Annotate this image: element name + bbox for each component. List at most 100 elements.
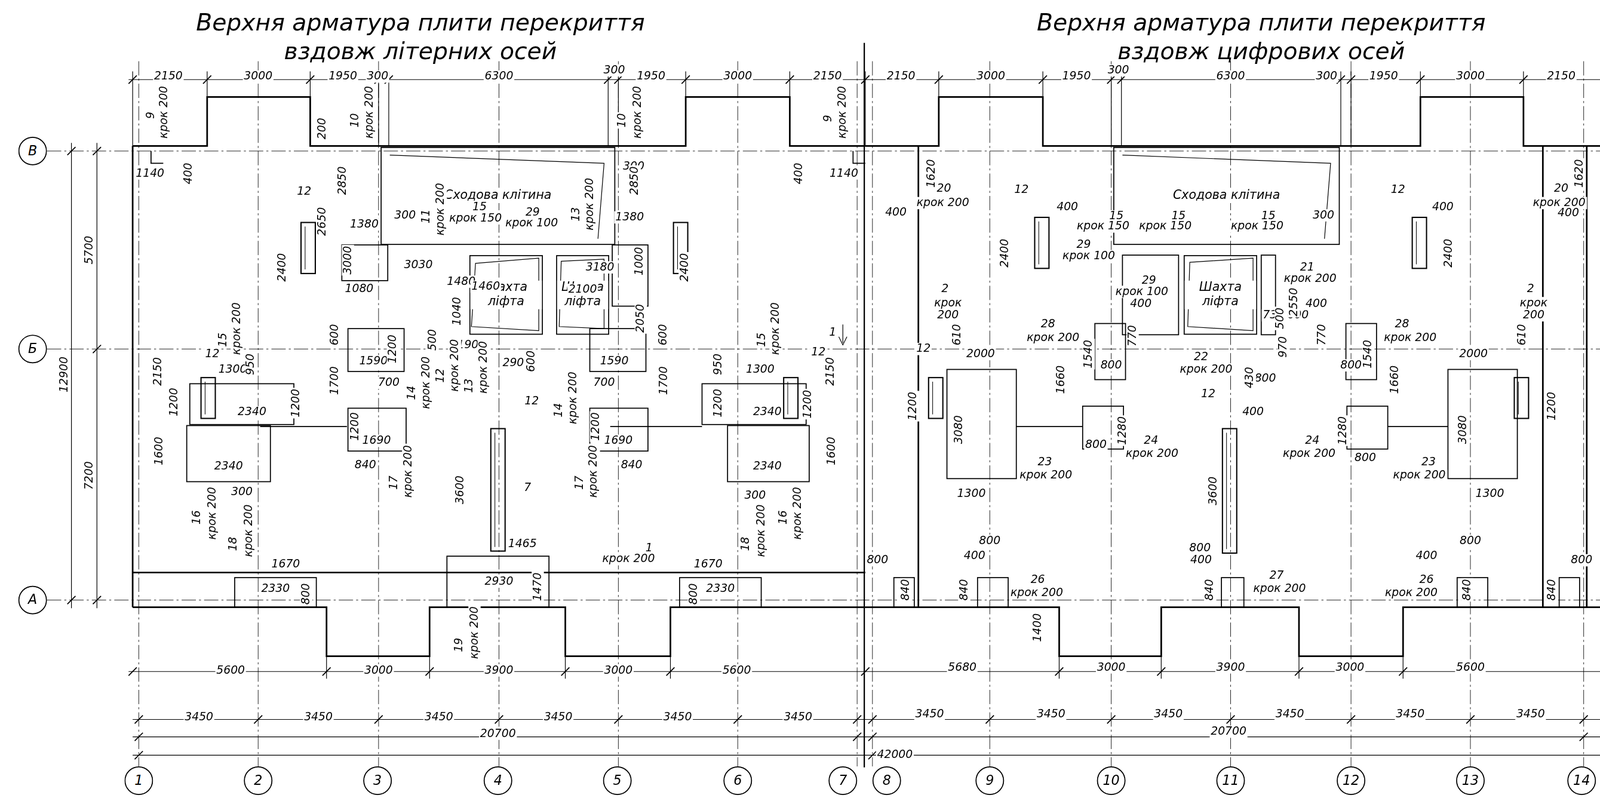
stair-and-shaft-details	[389, 155, 1331, 346]
dimension-text: 2550	[1287, 286, 1301, 318]
callout-number: 7	[523, 481, 533, 494]
dimension-text: крок 200	[243, 503, 256, 558]
dimension-text: 1200	[712, 387, 726, 419]
axis-marker: 12	[1336, 766, 1366, 795]
callout-number: 1	[827, 326, 837, 340]
dimension-text: 1300	[217, 363, 248, 376]
drawing-title: Верхня арматура плити перекриття вздовж …	[996, 8, 1527, 66]
dimension-text: 800	[1339, 358, 1363, 372]
dimension-text: крок 200	[791, 486, 805, 541]
callout-number: 15	[471, 201, 488, 214]
dimension-text: 1460	[470, 280, 502, 294]
callout-number: 17	[573, 474, 586, 491]
dimension-text: крок 200	[401, 444, 415, 499]
dimension-text: 200	[316, 117, 330, 141]
dimension-text: 1200	[168, 387, 181, 418]
dimension-text: 1200	[590, 411, 603, 442]
dimension-text: крок 200	[587, 444, 601, 499]
callout-number: 28	[1039, 318, 1056, 331]
dimension-text: 300	[1106, 64, 1130, 78]
dimension-text: 1400	[1031, 612, 1044, 643]
callout-number: 22	[1192, 351, 1209, 364]
dimension-text: 800	[1253, 372, 1277, 386]
dimension-text: 800	[1353, 452, 1377, 465]
callout-number: 18	[227, 535, 241, 552]
dimension-text: 1660	[1388, 364, 1402, 395]
dimension-text: 800	[1099, 358, 1123, 372]
axis-marker: 11	[1216, 766, 1246, 795]
dimension-text: 7200	[83, 460, 97, 491]
callout-number: 10	[348, 112, 362, 129]
dimension-text: 3450	[1395, 708, 1426, 721]
dimension-text: 400	[182, 161, 196, 186]
axis-marker: А	[18, 585, 48, 615]
dimension-text: 1470	[531, 571, 545, 603]
callout-number: 12	[1199, 387, 1216, 401]
callout-number: 9	[822, 114, 835, 124]
dimension-text: 1690	[603, 434, 634, 448]
dimension-text: 3080	[1457, 414, 1470, 445]
dimension-text: 1380	[614, 211, 646, 224]
dimension-text: 3450	[1153, 708, 1184, 721]
dimension-text: 2850	[628, 165, 641, 196]
dimension-text: 2850	[336, 165, 350, 196]
dimension-text: крок 200	[601, 553, 656, 566]
axis-marker: 13	[1456, 766, 1485, 795]
callout-number: 12	[523, 394, 540, 408]
dimension-text: 800	[1458, 534, 1482, 548]
dimension-text: 300	[743, 489, 767, 503]
dimension-text: 770	[1126, 323, 1139, 347]
dimension-text: 300	[366, 70, 390, 84]
callout-number: 28	[1393, 318, 1411, 331]
dimension-text: 2400	[678, 252, 692, 283]
room-label: Шахта ліфта	[1184, 280, 1257, 309]
slab-outline	[132, 43, 1600, 768]
dimension-text: крок 150	[1075, 220, 1130, 233]
dimension-text: 3450	[1515, 708, 1546, 721]
dimension-text: 1200	[348, 411, 362, 442]
dimension-text: 2400	[999, 237, 1012, 269]
dimension-text: 3450	[183, 711, 215, 724]
dimension-text: крок 200	[931, 296, 965, 322]
dimension-text: 290	[501, 357, 525, 370]
axis-label: 14	[1571, 772, 1592, 789]
axis-label: 2	[252, 772, 264, 789]
axis-label: 5	[612, 772, 623, 789]
dimension-text: крок 200	[769, 301, 782, 356]
axis-label: А	[26, 592, 39, 608]
dimension-text: 3450	[782, 711, 813, 724]
dimension-text: 3450	[302, 711, 334, 724]
dimension-text: 1540	[1082, 338, 1096, 370]
dimension-text: 3450	[662, 711, 693, 724]
dimension-text: 1465	[507, 537, 538, 551]
dimension-text: 5700	[83, 234, 97, 266]
callout-number: 14	[553, 401, 566, 419]
axis-marker: 4	[483, 766, 513, 795]
dimension-text: крок 100	[1061, 250, 1116, 263]
dimension-text: 610	[1516, 323, 1529, 347]
dimension-text: крок 200	[754, 503, 768, 558]
dimension-text: 2150	[885, 70, 917, 84]
dimension-text: 42000	[876, 748, 914, 762]
dimension-text: 1950	[327, 70, 358, 84]
axis-marker: 3	[363, 766, 392, 795]
dimension-text: 3000	[341, 244, 355, 276]
dimension-text: 2340	[751, 406, 783, 419]
dimension-text: 700	[592, 376, 616, 389]
dimension-text: 3900	[483, 664, 515, 677]
dimension-text: 950	[712, 352, 726, 376]
dimension-text: 400	[793, 161, 806, 186]
dimension-text: крок 200	[158, 84, 171, 140]
dimension-text: 2400	[1442, 237, 1456, 269]
axis-marker: В	[18, 136, 48, 166]
dimension-text: крок 200	[1282, 272, 1338, 285]
dimension-text: 950	[244, 352, 258, 376]
dimension-text: крок 200	[1383, 586, 1439, 600]
axis-label: 3	[372, 772, 383, 789]
axis-marker: 1	[124, 766, 153, 795]
callout-number: 20	[1552, 182, 1569, 196]
dimension-text: 800	[299, 582, 313, 606]
dimension-text: 970	[1277, 335, 1291, 359]
dimension-text: 2340	[751, 460, 783, 474]
